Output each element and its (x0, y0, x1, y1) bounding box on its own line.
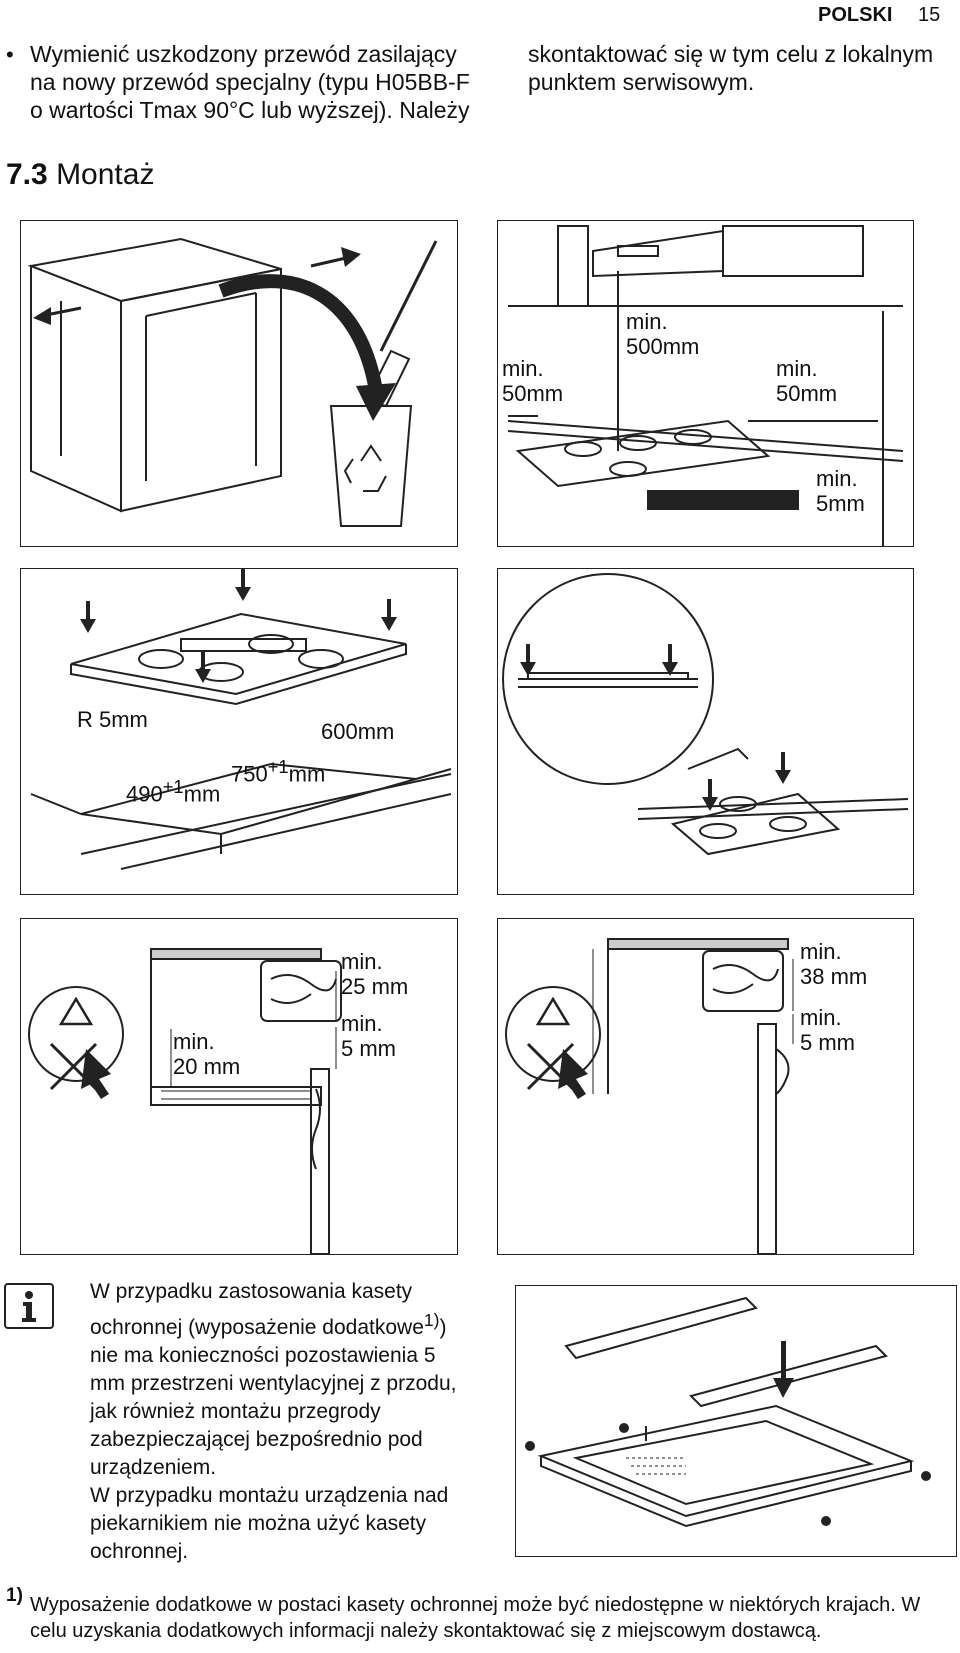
figure-ventilation-b: min.38 mm min.5 mm (497, 918, 914, 1255)
info-text-part-b: ) nie ma konieczności pozostawienia 5 mm… (90, 1316, 457, 1479)
cutout-length-tolerance: +1 (267, 756, 289, 777)
intro-text-col1: Wymienić uszkodzony przewód zasilający n… (30, 41, 470, 123)
cutout-length-value: 750 (231, 761, 268, 787)
clearance-right-label: min.50mm (776, 356, 837, 406)
cutout-radius-label: R 5mm (77, 707, 148, 732)
vent-a-top-value: 25 mm (341, 974, 409, 999)
clearance-bottom-label: min.5mm (816, 466, 865, 516)
vent-a-top-label: min.25 mm (341, 949, 408, 999)
min-label: min. (341, 1011, 383, 1036)
figure-cutout: R 5mm 600mm 490+1mm 750+1mm (20, 568, 458, 895)
section-number: 7.3 (6, 158, 48, 191)
cutout-unit: mm (288, 761, 326, 787)
clearance-top-label: min.500mm (626, 309, 699, 359)
intro-text-col2: skontaktować się w tym celu z lokalnym p… (528, 41, 934, 95)
cutout-width-label: 490+1mm (126, 774, 220, 806)
vent-b-top-label: min.38 mm (800, 939, 867, 989)
clearance-left-value: 50mm (502, 381, 564, 406)
bullet: • (6, 42, 14, 67)
min-label: min. (626, 309, 668, 334)
cutout-unit: mm (183, 781, 221, 807)
vent-a-gap-value: 5 mm (341, 1036, 396, 1061)
min-label: min. (341, 949, 383, 974)
vent-b-gap-value: 5 mm (800, 1030, 855, 1055)
vent-a-side-value: 20 mm (173, 1054, 241, 1079)
header-language: POLSKI (818, 4, 893, 26)
page-number: 15 (918, 4, 941, 26)
footnote-text: Wyposażenie dodatkowe w postaci kasety o… (30, 1594, 921, 1642)
min-label: min. (816, 466, 858, 491)
cutout-width-tolerance: +1 (162, 776, 184, 797)
section-heading: 7.3 Montaż (6, 158, 154, 192)
footnote-ref: 1) (423, 1310, 440, 1330)
figure-clearances: min.500mm min.50mm min.50mm min.5mm (497, 220, 914, 547)
info-text-part-a: W przypadku zastosowania kasety ochronne… (90, 1280, 424, 1339)
min-label: min. (800, 1005, 842, 1030)
figure-seal-detail (497, 568, 914, 895)
clearance-top-value: 500mm (626, 334, 700, 359)
clearance-bottom-value: 5mm (816, 491, 865, 516)
figure-ventilation-a: min.25 mm min.5 mm min.20 mm (20, 918, 458, 1255)
vent-b-gap-label: min.5 mm (800, 1005, 855, 1055)
section-title: Montaż (56, 158, 155, 191)
info-text: W przypadku zastosowania kasety ochronne… (90, 1278, 470, 1566)
clearance-left-label: min.50mm (502, 356, 563, 406)
min-label: min. (776, 356, 818, 381)
vent-a-gap-label: min.5 mm (341, 1011, 396, 1061)
info-text-part-c: W przypadku montażu urządzenia nad pieka… (90, 1484, 449, 1563)
cutout-depth-label: 600mm (321, 719, 395, 744)
min-label: min. (173, 1029, 215, 1054)
clearance-right-value: 50mm (776, 381, 838, 406)
figure-protective-box (515, 1285, 957, 1557)
footnote-marker: 1) (6, 1585, 23, 1606)
min-label: min. (800, 939, 842, 964)
vent-b-top-value: 38 mm (800, 964, 868, 989)
cutout-length-label: 750+1mm (231, 754, 325, 786)
min-label: min. (502, 356, 544, 381)
info-icon (4, 1283, 54, 1329)
figure-remove-rail (20, 220, 458, 547)
cutout-width-value: 490 (126, 781, 163, 807)
vent-a-side-label: min.20 mm (173, 1029, 240, 1079)
